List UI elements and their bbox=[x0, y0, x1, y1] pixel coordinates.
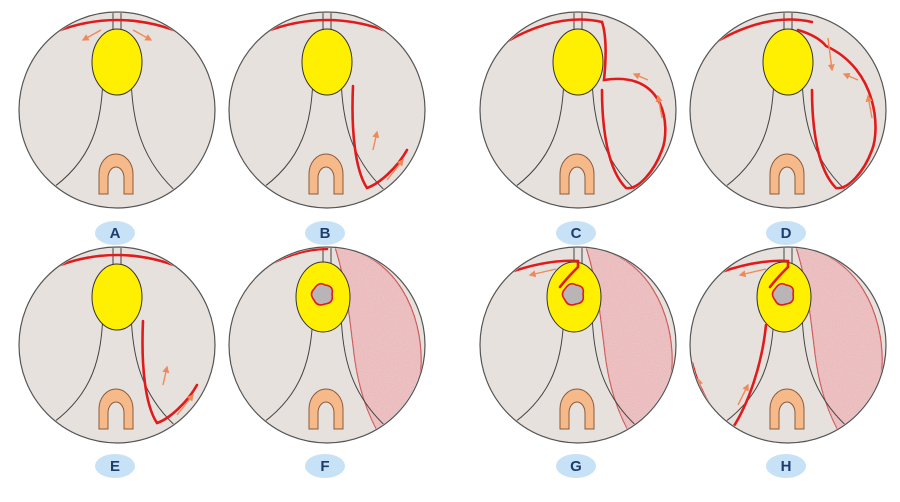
top-red-line bbox=[716, 259, 790, 289]
right-red-line bbox=[351, 84, 409, 190]
thorax-circle bbox=[18, 11, 216, 209]
panel-f bbox=[228, 246, 426, 444]
motion-arrow bbox=[842, 72, 859, 81]
mediastinum-right-line bbox=[340, 79, 392, 197]
label-text: B bbox=[320, 225, 331, 242]
yellow-organ bbox=[91, 28, 143, 96]
motion-arrow bbox=[132, 29, 153, 41]
panel-g bbox=[479, 246, 677, 444]
label-badge bbox=[95, 454, 135, 478]
panel-label-a: A bbox=[95, 221, 135, 245]
panel-h bbox=[689, 246, 887, 444]
thorax-circle bbox=[689, 11, 887, 209]
vertebra-arch bbox=[98, 153, 134, 195]
motion-arrow bbox=[737, 383, 749, 406]
panel-b bbox=[228, 11, 426, 209]
effusion-texture bbox=[796, 248, 883, 441]
mediastinum-right-line bbox=[801, 79, 853, 197]
motion-arrow bbox=[528, 268, 557, 278]
mediastinum-left-line bbox=[507, 79, 565, 193]
vertebra-arch bbox=[308, 153, 344, 195]
right-red-line bbox=[600, 20, 667, 190]
yellow-organ bbox=[552, 28, 604, 96]
yellow-organ bbox=[91, 263, 143, 331]
label-text: C bbox=[571, 225, 582, 242]
top-red-line bbox=[504, 18, 604, 44]
label-badge bbox=[556, 454, 596, 478]
vertebra-arch bbox=[559, 388, 595, 430]
label-text: G bbox=[570, 458, 582, 475]
mediastinum-right-line bbox=[130, 79, 182, 197]
top-red-line bbox=[714, 18, 814, 44]
motion-arrow bbox=[162, 365, 170, 386]
thorax-circle bbox=[479, 11, 677, 209]
panel-label-c: C bbox=[556, 221, 596, 245]
label-text: E bbox=[110, 458, 120, 475]
panel-label-d: D bbox=[766, 221, 806, 245]
right-red-line bbox=[141, 319, 199, 425]
mediastinum-right-line bbox=[591, 314, 643, 432]
label-text: D bbox=[781, 225, 792, 242]
panel-a bbox=[18, 11, 216, 209]
right-red-line bbox=[796, 28, 877, 190]
mediastinum-right-line bbox=[591, 79, 643, 197]
mediastinum-left-line bbox=[46, 79, 104, 193]
motion-arrow bbox=[176, 393, 194, 416]
panel-d bbox=[689, 11, 887, 209]
motion-arrow bbox=[372, 130, 380, 151]
motion-arrow bbox=[827, 37, 835, 72]
vertebra-arch bbox=[559, 153, 595, 195]
top-red-line bbox=[53, 253, 181, 269]
vertebra-arch bbox=[308, 388, 344, 430]
label-badge bbox=[766, 454, 806, 478]
motion-arrow bbox=[632, 72, 649, 81]
label-badge bbox=[556, 221, 596, 245]
motion-arrow bbox=[865, 94, 873, 119]
motion-arrow bbox=[655, 94, 663, 119]
vertebra-arch bbox=[769, 153, 805, 195]
mediastinum-left-line bbox=[256, 79, 314, 193]
label-text: F bbox=[320, 458, 329, 475]
panel-label-b: B bbox=[305, 221, 345, 245]
panel-e bbox=[18, 246, 216, 444]
panel-label-f: F bbox=[305, 454, 345, 478]
lesion bbox=[561, 282, 585, 306]
vertebra-arch bbox=[98, 388, 134, 430]
effusion-texture bbox=[586, 248, 673, 441]
panel-c bbox=[479, 11, 677, 209]
label-badge bbox=[305, 454, 345, 478]
lesion bbox=[771, 282, 795, 306]
motion-arrow bbox=[738, 268, 767, 278]
label-badge bbox=[305, 221, 345, 245]
vertebra-arch bbox=[769, 388, 805, 430]
motion-arrow bbox=[386, 158, 404, 181]
thorax-circle bbox=[18, 246, 216, 444]
motion-arrow bbox=[81, 29, 102, 41]
panel-label-g: G bbox=[556, 454, 596, 478]
mediastinum-left-line bbox=[46, 314, 104, 428]
panel-label-h: H bbox=[766, 454, 806, 478]
effusion-texture bbox=[335, 248, 422, 441]
label-badge bbox=[95, 221, 135, 245]
mediastinum-right-line bbox=[130, 314, 182, 432]
mediastinum-left-line bbox=[717, 79, 775, 193]
label-badge bbox=[766, 221, 806, 245]
label-text: A bbox=[110, 225, 121, 242]
yellow-organ bbox=[301, 28, 353, 96]
top-red-line bbox=[506, 259, 580, 289]
mediastinum-right-line bbox=[340, 314, 392, 432]
top-red-line bbox=[263, 18, 391, 34]
label-text: H bbox=[781, 458, 792, 475]
thorax-circle bbox=[228, 11, 426, 209]
panel-label-e: E bbox=[95, 454, 135, 478]
top-red-line bbox=[53, 18, 181, 34]
yellow-organ bbox=[762, 28, 814, 96]
lesion bbox=[310, 282, 334, 306]
mediastinum-right-line bbox=[801, 314, 853, 432]
